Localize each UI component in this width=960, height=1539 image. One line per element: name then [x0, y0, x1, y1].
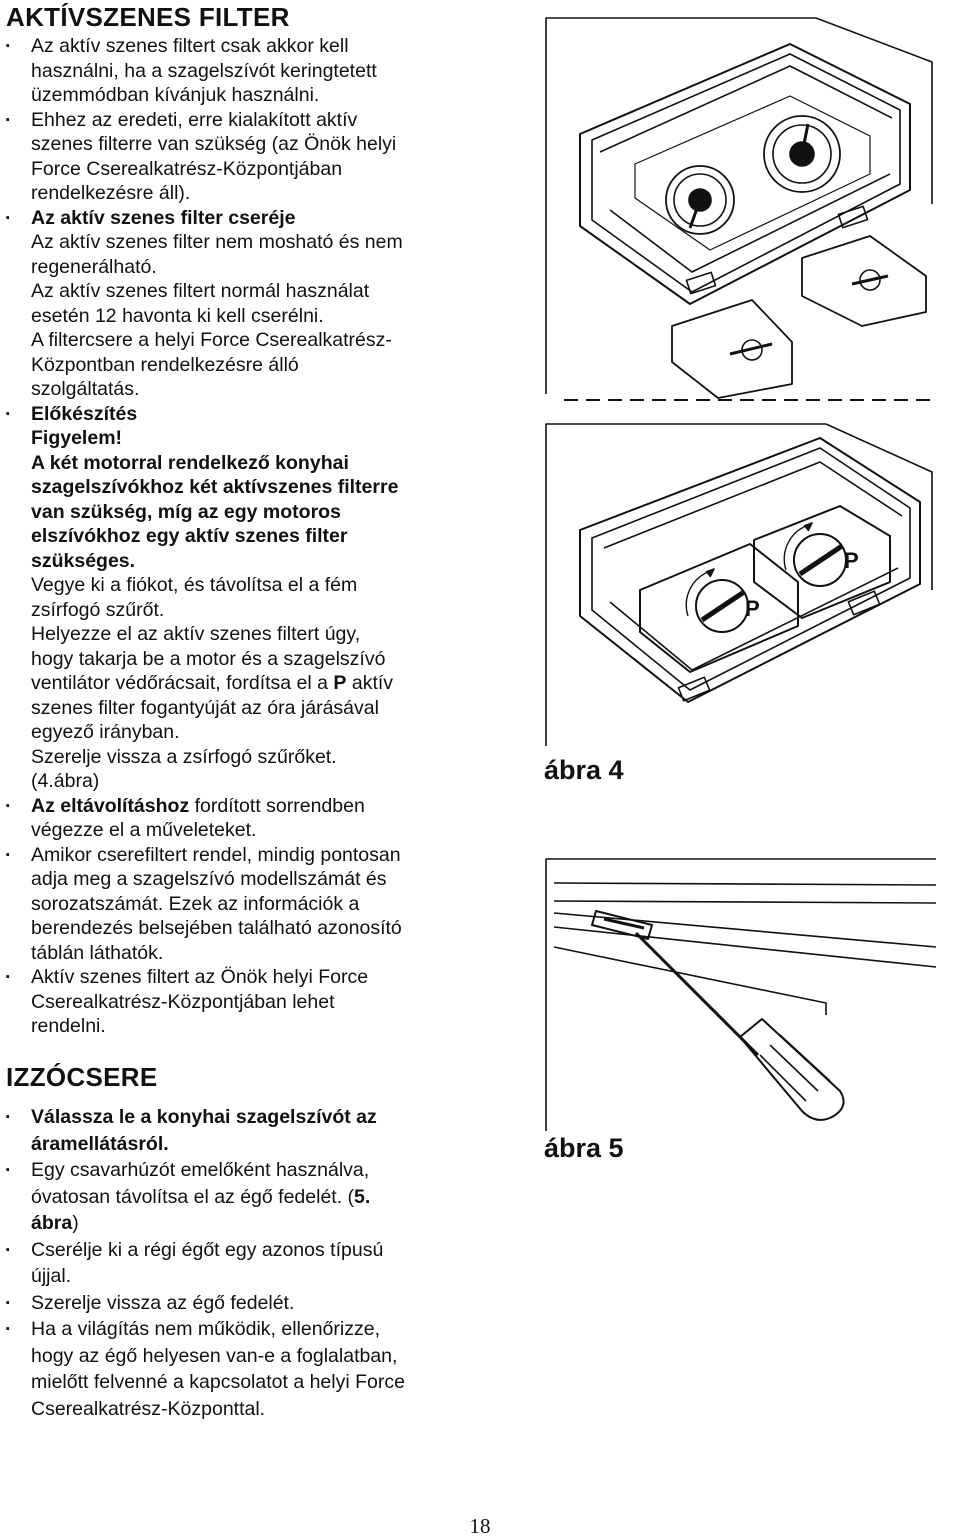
- warning-text: Figyelem!: [31, 427, 123, 449]
- subheading-filter-replacement: Az aktív szenes filter cseréje: [31, 206, 296, 229]
- page-number: 18: [469, 1514, 491, 1538]
- list-item: Aktív szenes filtert az Önök helyi Force…: [0, 965, 500, 1039]
- list-item: Amikor cserefiltert rendel, mindig ponto…: [0, 843, 500, 966]
- section-bulb-replacement: IZZÓCSERE Válassza le a konyhai szagelsz…: [0, 1058, 500, 1422]
- grease-filter-left: [671, 299, 793, 399]
- p-label-right: P: [844, 548, 859, 573]
- section-title-filter: AKTÍVSZENES FILTER: [6, 2, 290, 32]
- lamp-cover: [591, 910, 653, 940]
- figure-4-carbon-filter-illustration: P P: [545, 423, 933, 746]
- fan-left: [665, 165, 735, 235]
- filter-instruction-list: Az aktív szenes filtert csak akkor kell …: [0, 34, 500, 1039]
- subheading-preparation: Előkészítés: [31, 402, 138, 425]
- carbon-filter-left: [639, 543, 799, 673]
- screwdriver-icon: [634, 931, 845, 1121]
- figure-4-caption: ábra 4: [544, 755, 624, 785]
- figure-5-illustration: [545, 858, 937, 1131]
- section-title-bulb: IZZÓCSERE: [6, 1062, 158, 1092]
- list-item: Az aktív szenes filtert csak akkor kell …: [0, 34, 500, 108]
- list-item-preparation: Előkészítés Figyelem! A két motorral ren…: [0, 402, 500, 794]
- list-item: Egy csavarhúzót emelőként használva, óva…: [0, 1157, 500, 1237]
- bulb-instruction-list: Válassza le a konyhai szagelszívót az ár…: [0, 1104, 500, 1422]
- list-item-removal: Az eltávolításhoz fordított sorrendben v…: [0, 794, 500, 843]
- section-active-carbon-filter: AKTÍVSZENES FILTER Az aktív szenes filte…: [0, 0, 500, 1039]
- list-item: Ehhez az eredeti, erre kialakított aktív…: [0, 108, 500, 206]
- list-item: Szerelje vissza az égő fedelét.: [0, 1290, 500, 1317]
- list-item-filter-replacement: Az aktív szenes filter cseréje Az aktív …: [0, 206, 500, 402]
- list-item: Cserélje ki a régi égőt egy azonos típus…: [0, 1237, 500, 1290]
- fan-right: [763, 115, 841, 193]
- figure-5-caption: ábra 5: [544, 1133, 624, 1163]
- list-item-disconnect: Válassza le a konyhai szagelszívót az ár…: [0, 1104, 500, 1157]
- grease-filter-right: [801, 235, 927, 327]
- carbon-filter-right: [753, 505, 891, 619]
- list-item: Ha a világítás nem működik, ellenőrizze,…: [0, 1316, 500, 1422]
- figure-4-top-illustration: [545, 17, 936, 401]
- p-label-left: P: [745, 596, 760, 621]
